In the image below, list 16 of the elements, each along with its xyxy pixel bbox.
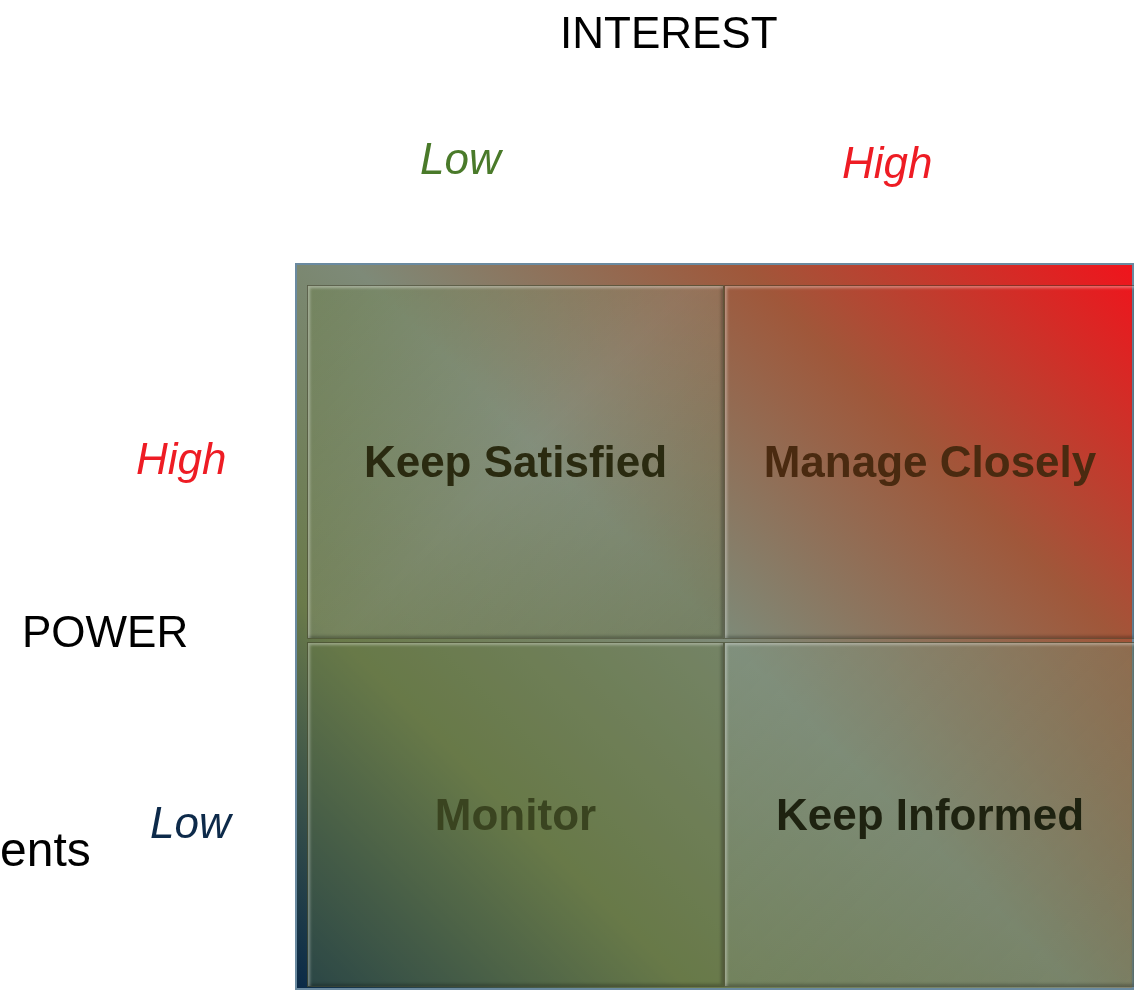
matrix-frame [295, 263, 1134, 990]
quadrant-label: Keep Informed [775, 789, 1084, 840]
axis-title: POWER [22, 607, 189, 657]
cut-off-text: ents [0, 822, 91, 877]
quadrant [724, 642, 1134, 987]
axis-level-label: Low [420, 134, 501, 184]
axis-title: INTEREST [560, 8, 778, 58]
quadrant-label: Monitor [434, 789, 597, 840]
quadrant-label: Manage Closely [763, 437, 1097, 487]
axis-level-label: High [136, 434, 227, 484]
axis-level-label: Low [150, 798, 231, 848]
quadrant [724, 285, 1134, 639]
quadrant-label: Keep Satisfied [363, 437, 668, 487]
axis-level-label: High [842, 138, 933, 188]
quadrant [307, 285, 724, 639]
quadrant [307, 642, 724, 987]
